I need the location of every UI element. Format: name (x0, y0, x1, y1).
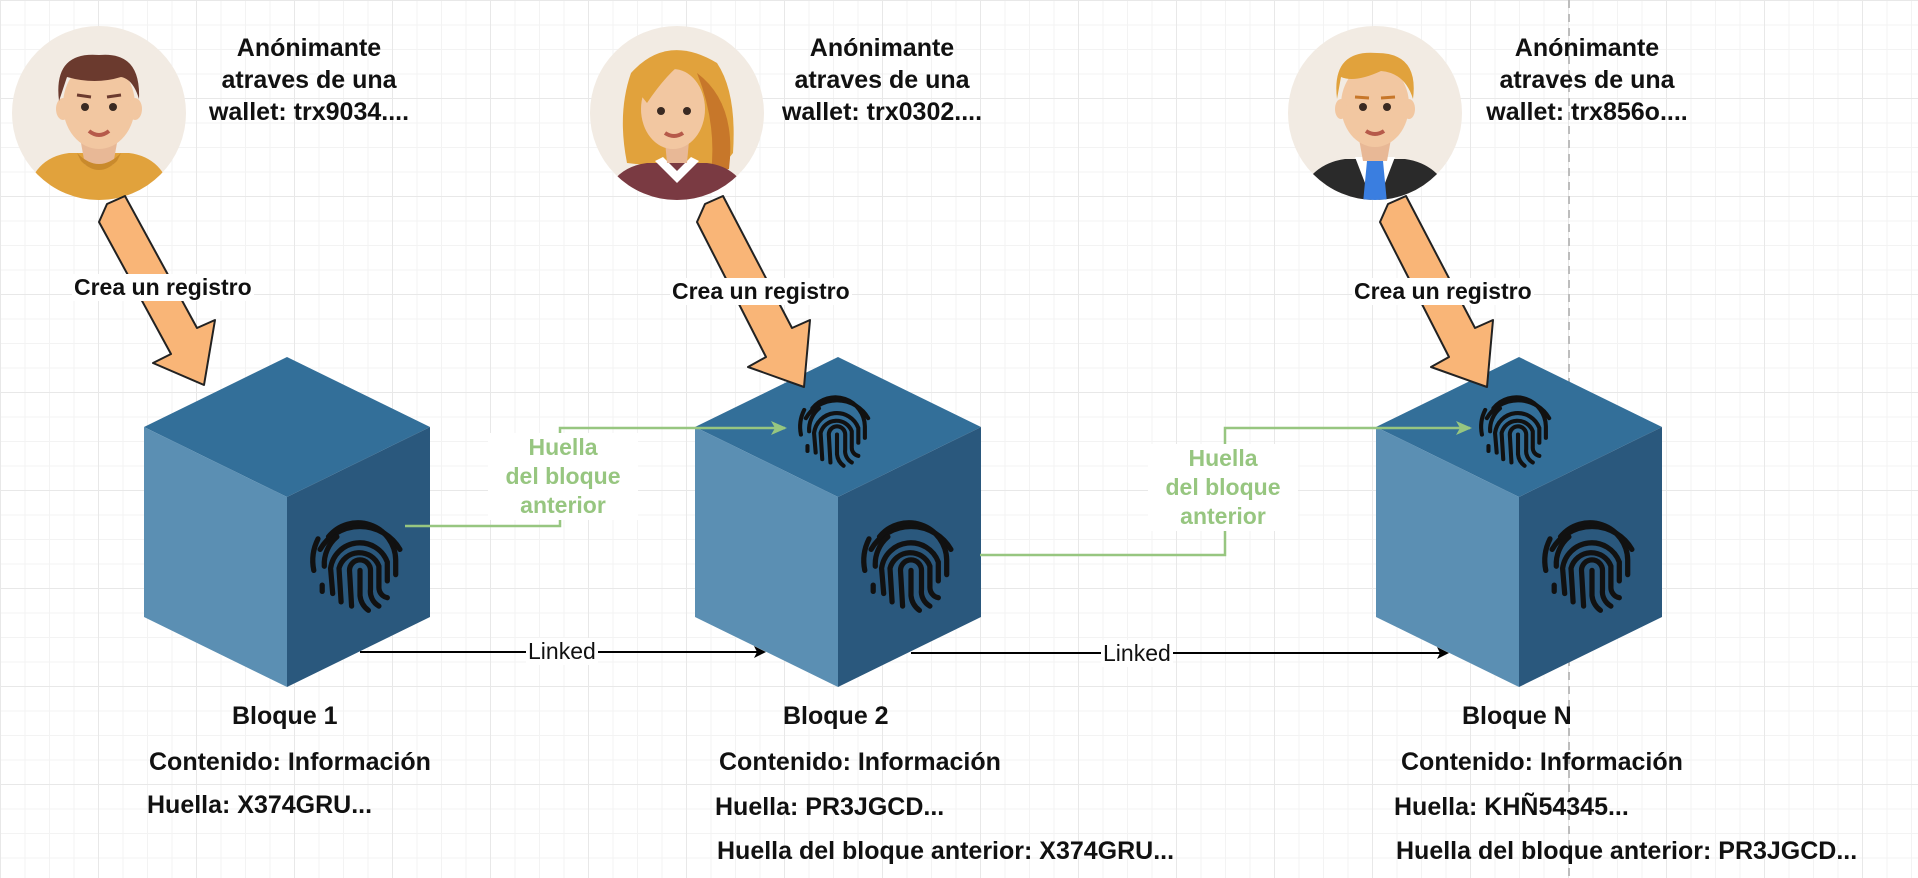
block-n-content: Contenido: Información (1401, 748, 1683, 776)
linked-label-1: Linked (526, 638, 598, 665)
wallet-line-via: atraves de una (221, 66, 397, 94)
prev-hash-line-2: del bloque (505, 463, 621, 489)
wallet-line-anon: Anónimante (809, 34, 955, 62)
prev-hash-line-1: Huella (528, 434, 598, 460)
create-record-label-3: Crea un registro (1352, 278, 1534, 305)
block-n-hash: Huella: KHÑ54345... (1394, 793, 1629, 821)
block-2-title: Bloque 2 (783, 702, 889, 730)
block-n-prev-hash: Huella del bloque anterior: PR3JGCD... (1396, 837, 1858, 865)
user-2-wallet-label: Anónimante atraves de una wallet: trx030… (732, 32, 1032, 128)
wallet-id: wallet: trx9034.... (208, 98, 410, 126)
block-1-cube (144, 357, 430, 687)
block-1-content: Contenido: Información (149, 748, 431, 776)
block-n-cube (1376, 357, 1662, 687)
prev-hash-label-2: Huella del bloque anterior (1148, 444, 1298, 531)
prev-hash-line-3: anterior (520, 492, 606, 518)
user-3-wallet-label: Anónimante atraves de una wallet: trx856… (1437, 32, 1737, 128)
block-1-hash: Huella: X374GRU... (147, 791, 373, 819)
wallet-id: wallet: trx0302.... (781, 98, 983, 126)
wallet-line-via: atraves de una (1499, 66, 1675, 94)
block-n-title: Bloque N (1462, 702, 1572, 730)
wallet-line-anon: Anónimante (236, 34, 382, 62)
wallet-id: wallet: trx856o.... (1486, 98, 1688, 126)
user-avatar-3 (1288, 26, 1462, 213)
create-record-label-2: Crea un registro (670, 278, 852, 305)
linked-label-2: Linked (1101, 640, 1173, 667)
user-1-wallet-label: Anónimante atraves de una wallet: trx903… (159, 32, 459, 128)
prev-hash-line-1: Huella (1188, 445, 1258, 471)
wallet-line-anon: Anónimante (1514, 34, 1660, 62)
wallet-line-via: atraves de una (794, 66, 970, 94)
block-1-title: Bloque 1 (232, 702, 338, 730)
block-2-prev-hash: Huella del bloque anterior: X374GRU... (717, 837, 1175, 865)
create-record-label-1: Crea un registro (72, 274, 254, 301)
prev-hash-line-2: del bloque (1165, 474, 1281, 500)
prev-hash-label-1: Huella del bloque anterior (488, 433, 638, 520)
prev-hash-line-3: anterior (1180, 503, 1266, 529)
block-2-cube (695, 357, 981, 687)
block-2-hash: Huella: PR3JGCD... (715, 793, 945, 821)
block-2-content: Contenido: Información (719, 748, 1001, 776)
